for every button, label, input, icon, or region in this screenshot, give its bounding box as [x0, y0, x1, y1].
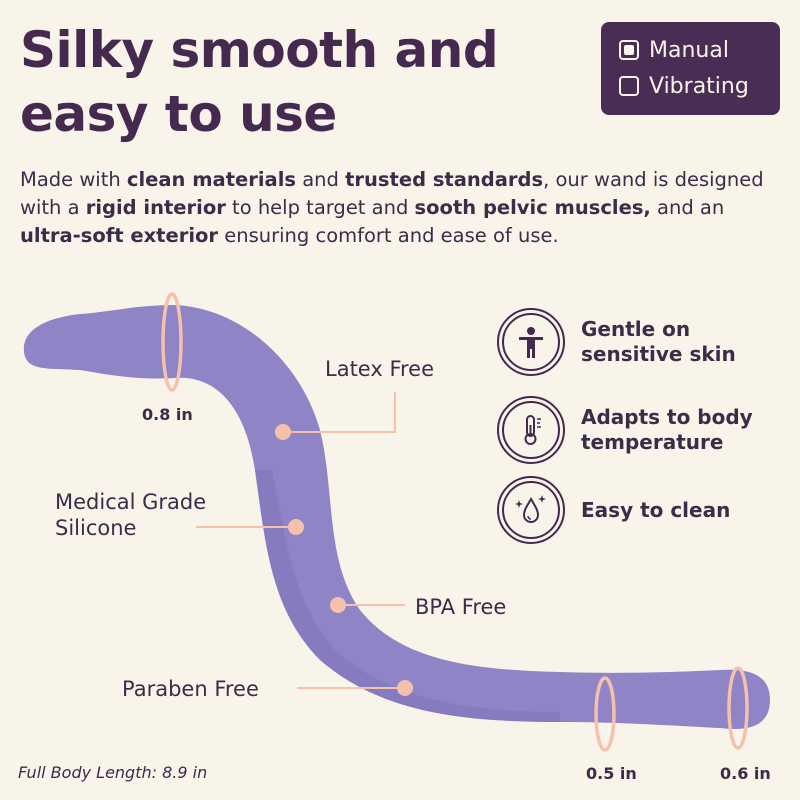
- mode-selector: Manual Vibrating: [601, 22, 780, 115]
- paraben-free-label: Paraben Free: [122, 677, 259, 701]
- feature-temperature-line2: temperature: [581, 430, 724, 454]
- feature-gentle: Gentle on sensitive skin: [497, 308, 781, 376]
- manual-option[interactable]: Manual: [619, 36, 729, 64]
- full-body-length: Full Body Length: 8.9 in: [18, 763, 208, 782]
- latex-free-label: Latex Free: [325, 357, 435, 381]
- feature-gentle-line2: sensitive skin: [581, 342, 736, 366]
- end-measurement: 0.6 in: [720, 764, 771, 783]
- tip-measurement: 0.8 in: [142, 405, 193, 424]
- feature-temperature: Adapts to body temperature: [497, 396, 781, 464]
- paraben-dot: [397, 680, 413, 696]
- page-title: Silky smooth and easy to use: [20, 21, 499, 143]
- bpa-dot: [330, 597, 346, 613]
- medical-dot: [288, 519, 304, 535]
- manual-checkbox[interactable]: [619, 40, 639, 60]
- wand-body: [23, 305, 771, 729]
- vibrating-checkbox[interactable]: [619, 76, 639, 96]
- bpa-free-label: BPA Free: [415, 595, 507, 619]
- latex-dot: [275, 424, 291, 440]
- shaft-measurement: 0.5 in: [586, 764, 637, 783]
- person-icon: [497, 308, 565, 376]
- feature-temperature-line1: Adapts to body: [581, 405, 753, 429]
- water-drop-sparkle-icon: [497, 476, 565, 544]
- intro-paragraph: Made with clean materials and trusted st…: [20, 168, 764, 247]
- thermometer-icon: [497, 396, 565, 464]
- end-ring: [727, 666, 749, 750]
- feature-clean: Easy to clean: [497, 476, 781, 544]
- manual-label: Manual: [649, 37, 729, 63]
- feature-gentle-line1: Gentle on: [581, 317, 691, 341]
- vibrating-label: Vibrating: [649, 73, 749, 99]
- vibrating-option[interactable]: Vibrating: [619, 72, 749, 100]
- medical-grade-label-line2: Silicone: [55, 516, 137, 540]
- medical-grade-label-line1: Medical Grade: [55, 490, 207, 514]
- feature-clean-line1: Easy to clean: [581, 497, 731, 522]
- shaft-ring: [594, 676, 616, 752]
- tip-ring: [161, 292, 183, 392]
